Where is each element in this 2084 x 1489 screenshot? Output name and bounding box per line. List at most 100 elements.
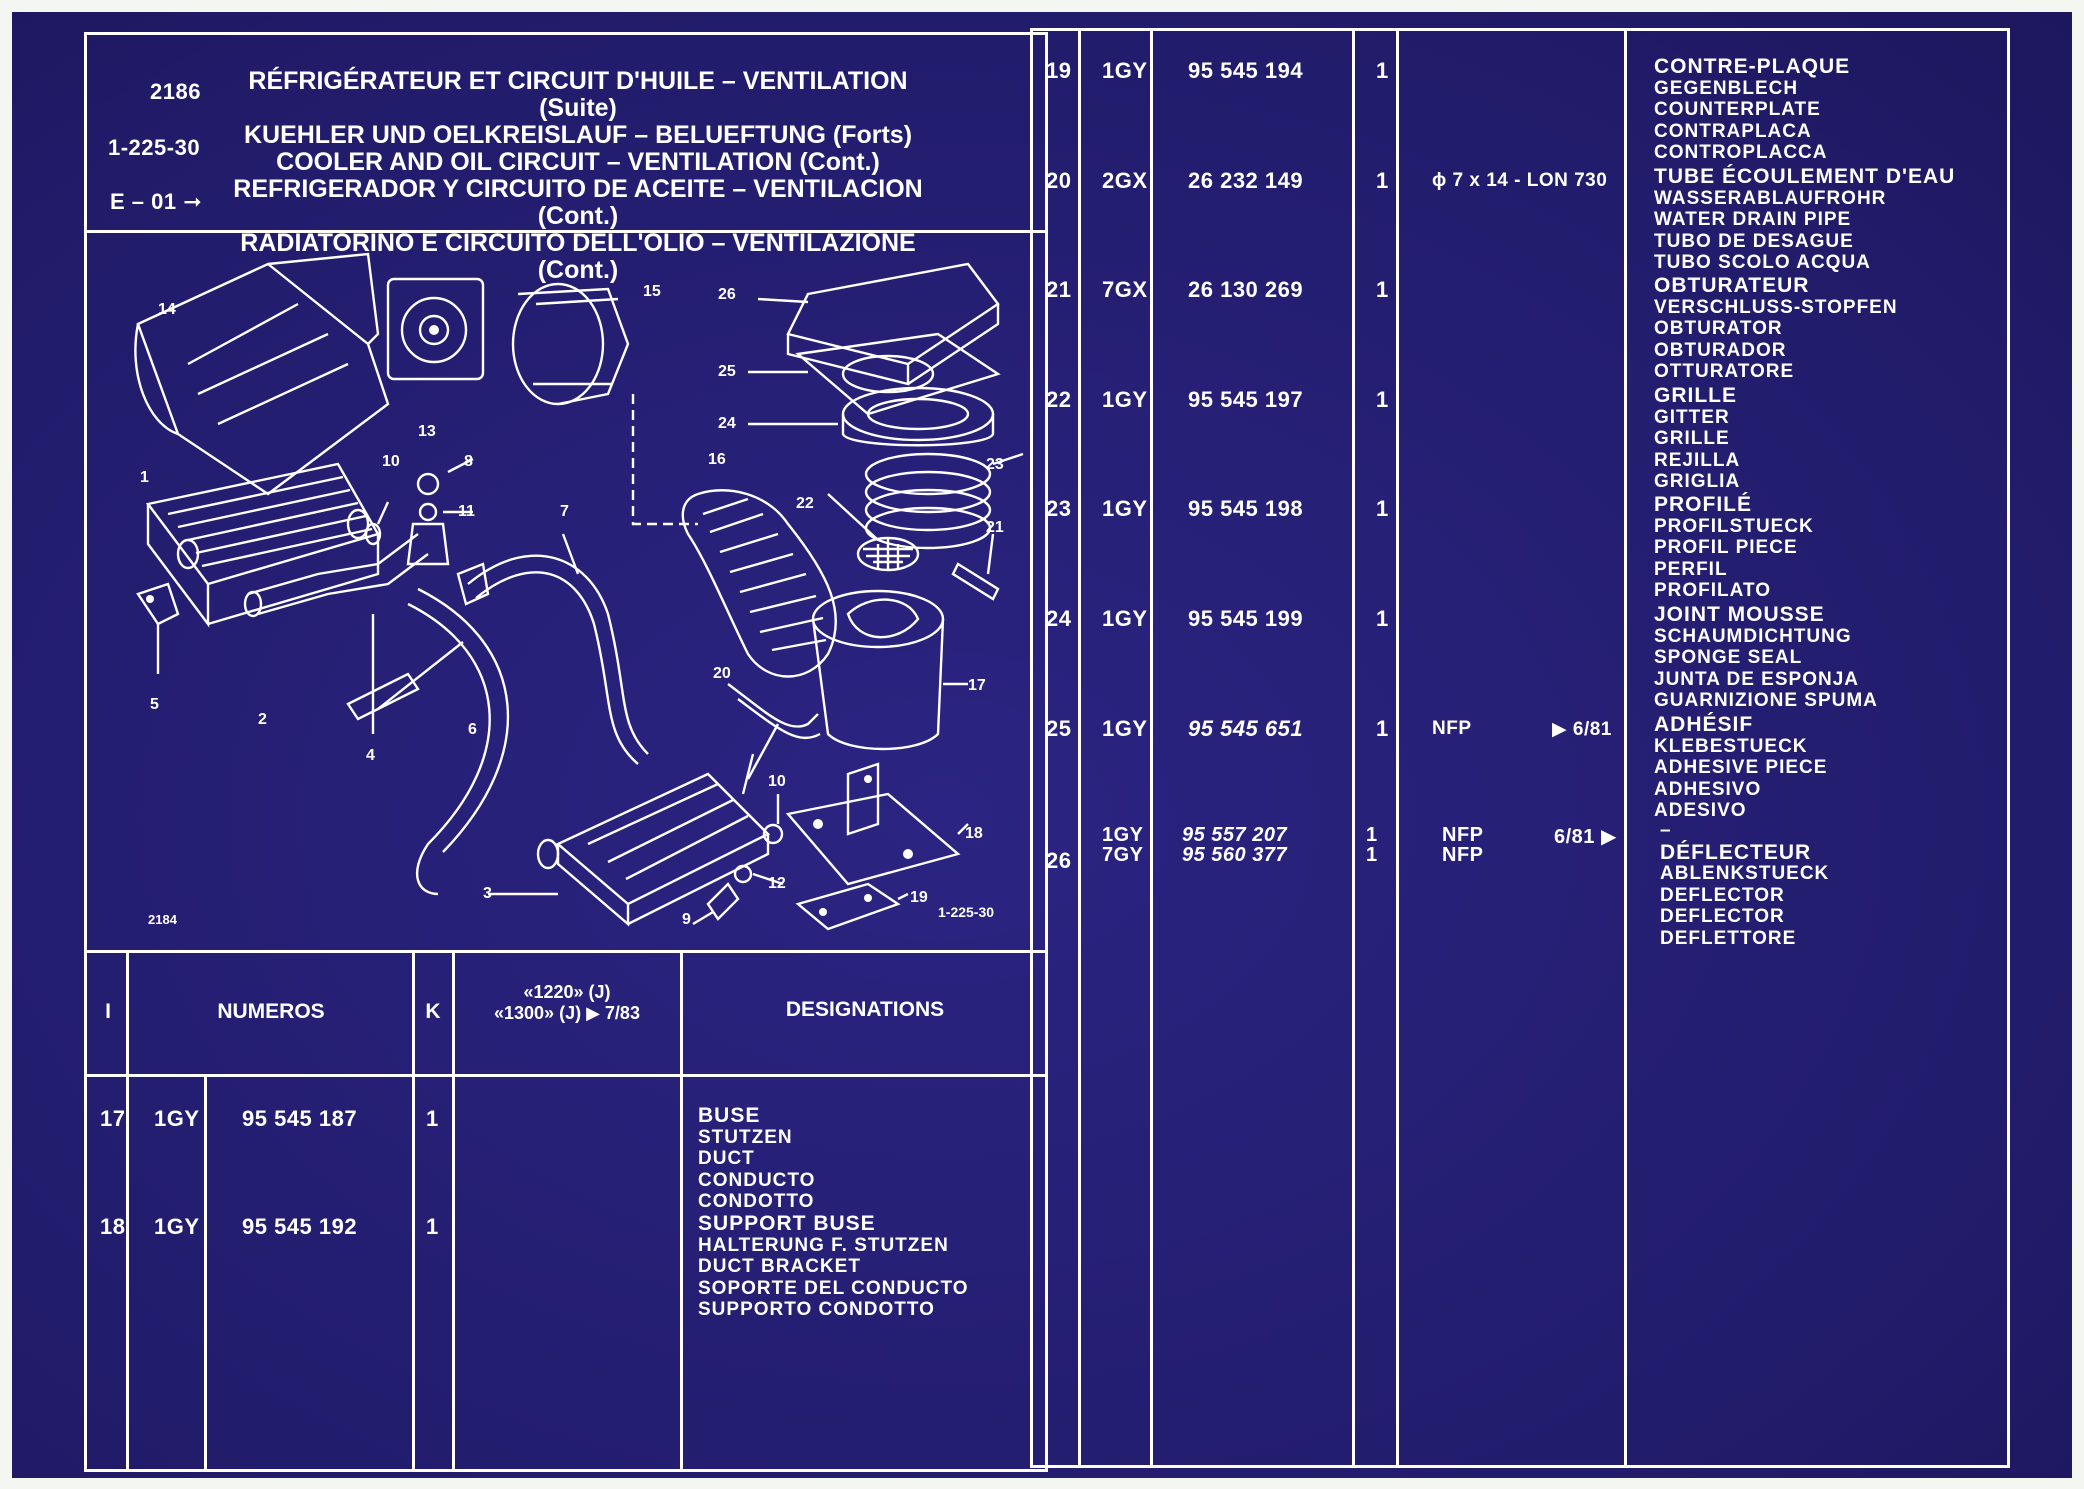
row-code: 1GY — [1102, 496, 1148, 521]
row-number: 95 545 199 — [1188, 606, 1304, 631]
row-qty: 1 — [1376, 716, 1389, 741]
row-code: 7GX — [1102, 277, 1148, 302]
part-19-counterplate — [795, 882, 909, 931]
row-code: 2GX — [1102, 168, 1148, 193]
col-header-model-line2: «1300» (J) ▶ 7/83 — [494, 1003, 640, 1023]
header-divider — [84, 230, 1048, 233]
right-col-line-5 — [1624, 28, 1627, 1468]
svg-text:2: 2 — [258, 711, 267, 728]
svg-text:1: 1 — [140, 469, 149, 486]
left-col-line-3 — [412, 950, 415, 1472]
title-line-es: REFRIGERADOR Y CIRCUITO DE ACEITE – VENT… — [233, 175, 923, 230]
part-17-duct — [811, 589, 968, 751]
row-18-qty: 1 — [426, 1214, 439, 1239]
row-17-index: 17 — [100, 1106, 126, 1131]
row-26-designations: – DÉFLECTEUR ABLENKSTUECK DEFLECTOR DEFL… — [1660, 820, 1830, 949]
left-col-line-5 — [680, 950, 683, 1472]
parts-8-11-10-fittings — [364, 457, 474, 566]
svg-text:25: 25 — [718, 363, 736, 380]
diagram-ref-left: 2184 — [148, 912, 178, 927]
part-25-counter-plate — [748, 332, 1001, 416]
col-header-model: «1220» (J) «1300» (J) ▶ 7/83 — [454, 982, 680, 1024]
svg-text:10: 10 — [768, 773, 786, 790]
row-number: 95 545 651 — [1188, 716, 1304, 741]
diagram-ref-right: 1-225-30 — [938, 904, 994, 920]
right-panel-frame — [1030, 28, 2010, 1468]
row-17-designations: BUSE STUTZEN DUCT CONDUCTO CONDOTTO — [698, 1104, 816, 1213]
svg-text:21: 21 — [986, 519, 1004, 536]
row-26a-note2: 6/81 ▶ — [1554, 826, 1617, 848]
row-26a-code: 1GY — [1102, 824, 1144, 846]
row-index: 23 — [1046, 496, 1072, 521]
row-17-number: 95 545 187 — [242, 1106, 358, 1131]
row-17-qty: 1 — [426, 1106, 439, 1131]
title-line-en: COOLER AND OIL CIRCUIT – VENTILATION (Co… — [276, 148, 880, 176]
left-panel-frame — [84, 32, 1048, 1472]
row-code: 1GY — [1102, 606, 1148, 631]
parts-catalog-sheet: 2186 1-225-30 E – 01 ➞ RÉFRIGÉRATEUR ET … — [12, 12, 2072, 1478]
svg-text:9: 9 — [682, 911, 691, 928]
row-17-code: 1GY — [154, 1106, 200, 1131]
row-26b-code: 7GY — [1102, 844, 1144, 866]
part-2-connector — [243, 533, 429, 618]
row-number: 26 130 269 — [1188, 277, 1304, 302]
part-22-grille — [827, 493, 920, 572]
left-col-line-4 — [452, 950, 455, 1472]
part-16-corrugated-duct — [631, 394, 837, 678]
row-note-date: ▶ 6/81 — [1552, 719, 1612, 740]
row-18-number: 95 545 192 — [242, 1214, 358, 1239]
row-index: 22 — [1046, 387, 1072, 412]
svg-text:22: 22 — [796, 495, 814, 512]
svg-text:26: 26 — [718, 286, 736, 303]
svg-text:11: 11 — [458, 503, 475, 520]
row-code: 1GY — [1102, 58, 1148, 83]
part-7-hose — [456, 533, 649, 765]
row-qty: 1 — [1376, 58, 1389, 83]
right-col-line-1 — [1078, 28, 1081, 1468]
row-code: 1GY — [1102, 716, 1148, 741]
svg-text:24: 24 — [718, 415, 736, 432]
row-qty: 1 — [1376, 606, 1389, 631]
row-26a-qty: 1 — [1366, 824, 1378, 846]
svg-text:8: 8 — [464, 453, 473, 470]
col-header-k: K — [425, 1000, 441, 1023]
part-20-drain-pipe — [727, 683, 821, 795]
row-26b-number: 95 560 377 — [1182, 844, 1288, 866]
part-3-oil-cooler — [488, 772, 771, 927]
part-6-hose — [377, 587, 510, 896]
exploded-parts-diagram: 14 13 15 26 25 24 16 23 22 21 17 20 10 1… — [134, 252, 1024, 931]
svg-text:7: 7 — [560, 503, 569, 520]
svg-text:20: 20 — [713, 665, 731, 682]
row-code: 1GY — [1102, 387, 1148, 412]
title-line-fr: RÉFRIGÉRATEUR ET CIRCUIT D'HUILE – VENTI… — [248, 67, 908, 122]
svg-text:17: 17 — [968, 677, 986, 694]
col-header-numeros: NUMEROS — [217, 1000, 325, 1023]
svg-text:10: 10 — [382, 453, 400, 470]
svg-text:3: 3 — [483, 885, 492, 902]
part-18-support — [785, 762, 969, 886]
part-13-fan — [386, 277, 485, 381]
svg-text:19: 19 — [910, 889, 928, 906]
col-header-i: I — [105, 1000, 111, 1023]
left-col-line-2 — [204, 1074, 207, 1472]
svg-text:14: 14 — [158, 301, 176, 318]
svg-text:15: 15 — [643, 283, 661, 300]
row-26b-note: NFP — [1442, 844, 1484, 866]
row-26a-note: NFP — [1442, 824, 1484, 846]
row-number: 95 545 194 — [1188, 58, 1304, 83]
row-note: NFP — [1432, 718, 1472, 739]
svg-text:23: 23 — [986, 456, 1004, 473]
section-reference: 1-225-30 — [108, 135, 201, 160]
row-qty: 1 — [1376, 496, 1389, 521]
title-line-it: RADIATORINO E CIRCUITO DELL'OLIO – VENTI… — [240, 229, 916, 284]
part-15-ring — [511, 282, 630, 406]
part-26-deflector — [757, 262, 1000, 386]
parts-9-12-10-bottom-fittings — [692, 794, 784, 926]
row-qty: 1 — [1376, 168, 1389, 193]
